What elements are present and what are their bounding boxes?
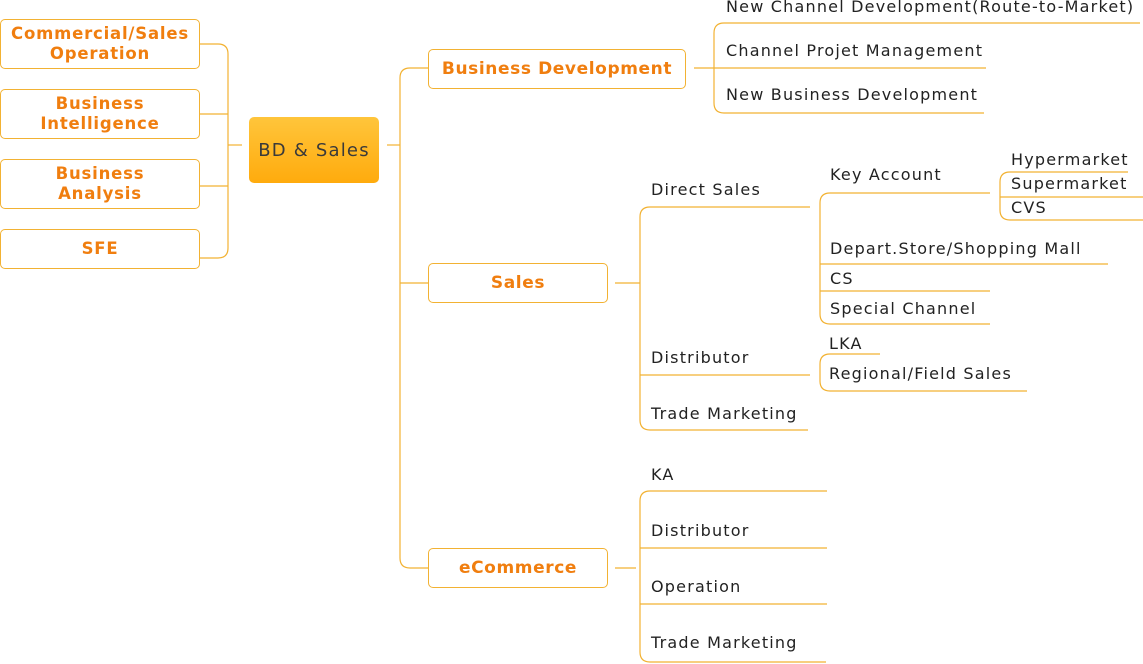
leaf-regional-field-sales: Regional/Field Sales — [829, 364, 1013, 383]
leaf-cs: CS — [830, 269, 854, 288]
root-label: BD & Sales — [258, 139, 370, 161]
branch-label: SFE — [81, 239, 119, 258]
leaf-ecommerce-distributor: Distributor — [651, 521, 750, 540]
leaf-cvs: CVS — [1011, 198, 1047, 217]
branch-label: Commercial/Sales Operation — [11, 24, 189, 63]
leaf-channel-project-management: Channel Projet Management — [726, 41, 984, 60]
branch-label: Business Development — [441, 59, 673, 79]
leaf-ecommerce-ka: KA — [651, 465, 675, 484]
branch-label: Business Intelligence — [40, 94, 160, 133]
leaf-hypermarket: Hypermarket — [1011, 150, 1129, 169]
leaf-supermarket: Supermarket — [1011, 174, 1128, 193]
branch-label: eCommerce — [458, 558, 578, 578]
leaf-new-channel-development: New Channel Development(Route-to-Market) — [726, 0, 1135, 16]
branch-ecommerce: eCommerce — [428, 548, 608, 588]
leaf-special-channel: Special Channel — [830, 299, 977, 318]
leaf-department-store: Depart.Store/Shopping Mall — [830, 239, 1082, 258]
branch-business-development: Business Development — [428, 49, 686, 89]
leaf-new-business-development: New Business Development — [726, 85, 979, 104]
node-key-account: Key Account — [830, 165, 942, 184]
branch-sales: Sales — [428, 263, 608, 303]
leaf-lka: LKA — [829, 334, 863, 353]
root-node: BD & Sales — [249, 117, 379, 183]
node-direct-sales: Direct Sales — [651, 180, 761, 199]
leaf-sales-trade-marketing: Trade Marketing — [651, 404, 798, 423]
branch-business-analysis: Business Analysis — [0, 159, 200, 209]
branch-sfe: SFE — [0, 229, 200, 269]
branch-label: Business Analysis — [55, 164, 145, 203]
branch-business-intelligence: Business Intelligence — [0, 89, 200, 139]
leaf-ecommerce-trade-marketing: Trade Marketing — [651, 633, 798, 652]
node-sales-distributor: Distributor — [651, 348, 750, 367]
branch-commercial-sales-operation: Commercial/Sales Operation — [0, 19, 200, 69]
branch-label: Sales — [490, 273, 546, 293]
leaf-ecommerce-operation: Operation — [651, 577, 742, 596]
